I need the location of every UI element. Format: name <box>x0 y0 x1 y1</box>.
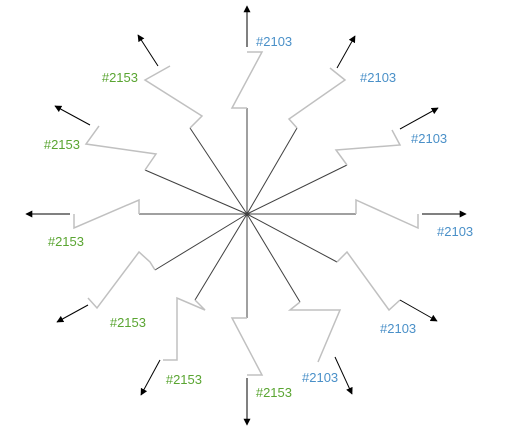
zigzag-nne <box>287 67 347 129</box>
arrow-ssw <box>140 359 161 396</box>
label-wsw: #2153 <box>110 315 146 330</box>
label-nnw: #2153 <box>102 70 138 85</box>
spoke-line-nnw <box>189 127 248 215</box>
label-wnw: #2153 <box>44 137 80 152</box>
label-ssw: #2153 <box>166 372 202 387</box>
zigzag-w <box>73 198 140 230</box>
arrow-nnw <box>137 34 159 67</box>
spoke-line-sse <box>246 213 301 303</box>
zigzag-e <box>355 198 419 230</box>
zigzag-ene <box>334 129 402 166</box>
label-w: #2153 <box>48 234 84 249</box>
zigzag-wsw <box>87 250 156 310</box>
label-n: #2103 <box>256 34 292 49</box>
spoke-line-nne <box>246 127 298 215</box>
arrow-ese <box>399 299 438 322</box>
spokes-layer <box>139 108 356 318</box>
spoke-line-wnw <box>144 169 248 215</box>
arrows-layer <box>25 5 467 426</box>
zigzag-sse <box>287 301 342 363</box>
label-s: #2153 <box>256 385 292 400</box>
label-nne: #2103 <box>360 70 396 85</box>
zigzag-ese <box>336 250 401 312</box>
spoke-line-ene <box>246 164 348 215</box>
arrow-wnw <box>54 105 91 126</box>
arrow-wsw <box>56 304 89 323</box>
arrow-nne <box>336 35 356 69</box>
spoke-line-ese <box>246 213 338 263</box>
label-ene: #2103 <box>411 131 447 146</box>
spoke-line-wsw <box>154 213 248 271</box>
spoke-line-ssw <box>194 213 248 301</box>
zigzag-nnw <box>143 65 204 129</box>
zigzag-ssw <box>163 296 206 361</box>
arrow-sse <box>334 356 353 395</box>
label-ese: #2103 <box>380 321 416 336</box>
label-sse: #2103 <box>302 370 338 385</box>
zigzag-layer <box>73 51 419 376</box>
labels-layer: #2103 #2103 #2103 #2103 #2103 #2103 #2153 #2153… <box>44 34 473 400</box>
arrow-ene <box>399 107 439 130</box>
zigzag-n <box>230 51 264 109</box>
zigzag-s <box>230 317 264 376</box>
label-e: #2103 <box>437 224 473 239</box>
zigzag-wnw <box>84 125 158 171</box>
